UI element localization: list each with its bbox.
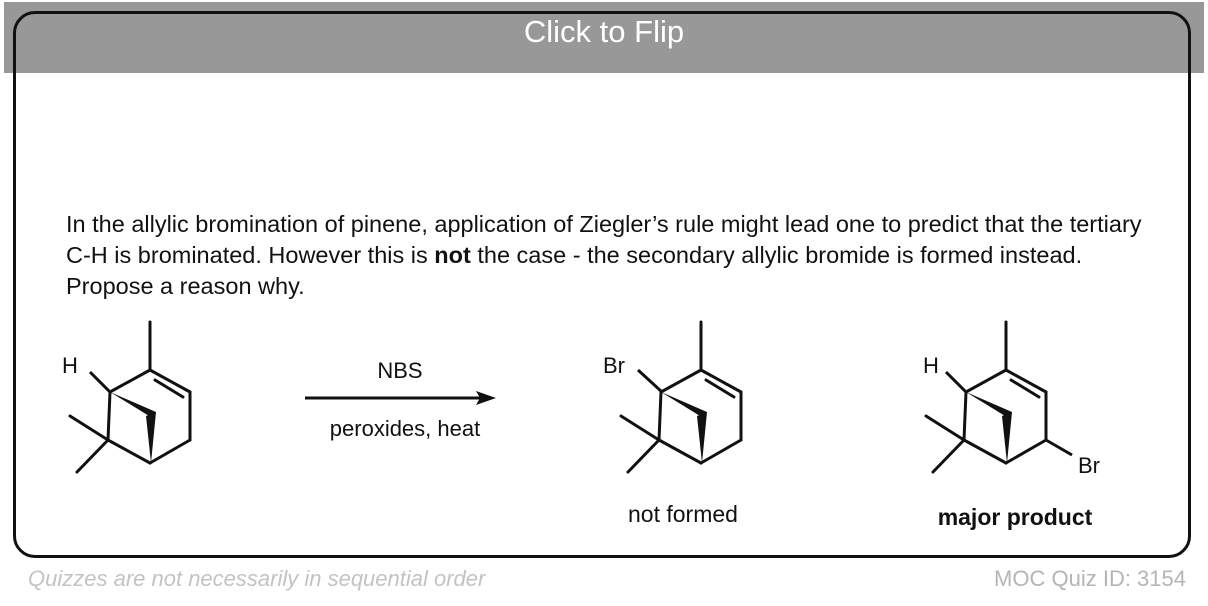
reagent-conditions: peroxides, heat (330, 416, 480, 441)
hydrogen-label: H (923, 353, 939, 378)
reaction-arrow: NBS peroxides, heat (305, 358, 496, 441)
flashcard[interactable] (13, 11, 1191, 558)
question-part2: the case - the secondary allylic bromide… (66, 242, 1083, 299)
quiz-id: MOC Quiz ID: 3154 (994, 566, 1186, 591)
question-emphasis: not (434, 242, 471, 268)
bromine-label: Br (1078, 453, 1100, 478)
hydrogen-label: H (62, 353, 78, 378)
question-text: In the allylic bromination of pinene, ap… (66, 209, 1166, 302)
tertiary-bromide-product: Br not formed (603, 320, 743, 527)
secondary-bromide-product: H Br major product (923, 320, 1100, 530)
major-product-caption: major product (938, 504, 1093, 530)
pinene-starting-material: H (62, 320, 192, 474)
bromine-label: Br (603, 353, 625, 378)
reagent-nbs: NBS (377, 358, 422, 383)
not-formed-caption: not formed (628, 501, 738, 527)
question-part1: In the allylic bromination of pinene, ap… (66, 211, 1142, 268)
click-to-flip-button[interactable]: Click to Flip (523, 14, 685, 49)
sequence-note: Quizzes are not necessarily in sequentia… (28, 566, 486, 591)
